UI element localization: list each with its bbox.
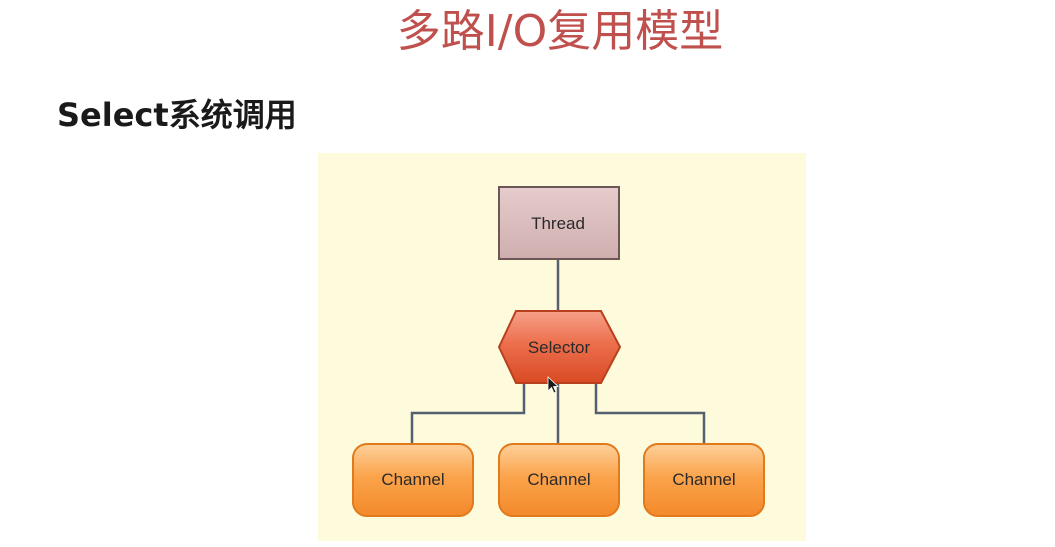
channel-label: Channel [672,470,735,489]
connector-selector-channel-3 [594,383,706,445]
connector-selector-channel-1 [410,383,526,445]
thread-label: Thread [531,214,585,233]
diagram-canvas: Thread Selector Channel Channel Channel [352,186,765,517]
diagram-panel: Thread Selector Channel Channel Channel [318,153,806,541]
channel-label: Channel [381,470,444,489]
channel-node-2: Channel [498,443,620,517]
channel-node-1: Channel [352,443,474,517]
slide-title: 多路I/O复用模型 [396,6,724,57]
channel-node-3: Channel [643,443,765,517]
mouse-cursor-icon [547,376,560,394]
selector-node: Selector [497,310,622,384]
connectors [410,259,706,445]
section-heading: Select系统调用 [57,96,297,134]
channel-label: Channel [527,470,590,489]
thread-node: Thread [498,186,620,260]
corner-highlight [975,507,1055,547]
selector-label: Selector [528,338,591,357]
